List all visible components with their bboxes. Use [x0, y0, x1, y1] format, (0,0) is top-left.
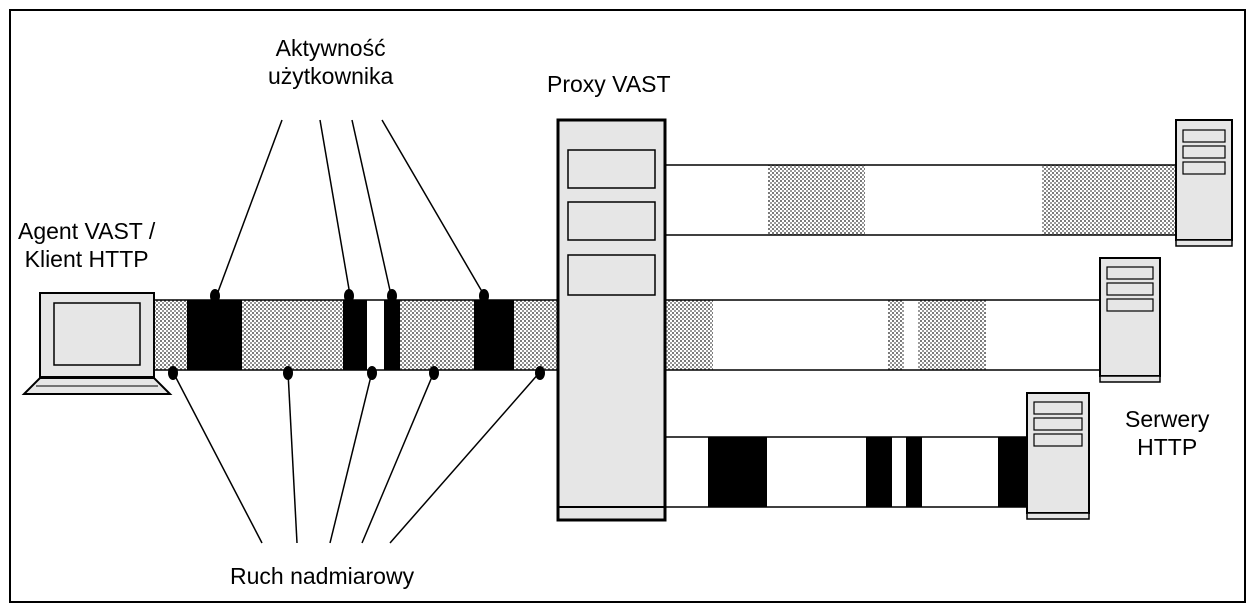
laptop-icon	[21, 292, 173, 395]
user-activity-block	[474, 300, 514, 370]
client-label-line-2: Klient HTTP	[24, 246, 149, 272]
user-activity-block	[998, 437, 1028, 507]
user-activity-block	[187, 300, 242, 370]
user-activity-label-line-1: Aktywność	[275, 35, 386, 61]
servers-label-line-1: Serwery	[1125, 406, 1210, 432]
overhead-traffic-segment	[918, 300, 986, 370]
server-channel-3	[663, 436, 1030, 508]
user-activity-block	[384, 300, 400, 370]
servers-label-line-2: HTTP	[1137, 434, 1198, 460]
user-activity-block	[343, 300, 367, 370]
diagram-frame	[9, 9, 1246, 603]
overhead-traffic-segment	[888, 300, 904, 370]
overhead-traffic-segment	[1042, 165, 1177, 235]
user-activity-block	[866, 437, 892, 507]
server-tower-icon	[1026, 392, 1090, 520]
user-activity-label-line-2: użytkownika	[268, 63, 394, 89]
overhead-traffic-label-text: Ruch nadmiarowy	[230, 563, 415, 589]
user-activity-block	[906, 437, 922, 507]
activity-pointer-lines	[210, 119, 489, 303]
channel-gap	[367, 300, 384, 370]
server-tower-icon	[1099, 257, 1161, 383]
proxy-label: Proxy VAST	[547, 70, 671, 98]
proxy-server-tower-icon	[556, 118, 667, 522]
server-tower-icon	[1175, 119, 1233, 247]
overhead-traffic-label: Ruch nadmiarowy	[230, 562, 414, 590]
overhead-traffic-segment	[768, 165, 865, 235]
server-channel-2	[663, 299, 1100, 371]
client-label: Agent VAST / Klient HTTP	[18, 217, 155, 273]
client-channel	[155, 299, 560, 371]
servers-label: Serwery HTTP	[1125, 405, 1209, 461]
server-channel-1	[663, 164, 1177, 236]
client-label-line-1: Agent VAST /	[18, 218, 156, 244]
user-activity-label: Aktywność użytkownika	[268, 34, 393, 90]
overhead-traffic-segment	[663, 300, 713, 370]
user-activity-block	[708, 437, 767, 507]
proxy-label-text: Proxy VAST	[547, 71, 671, 97]
overhead-pointer-lines	[168, 366, 545, 544]
